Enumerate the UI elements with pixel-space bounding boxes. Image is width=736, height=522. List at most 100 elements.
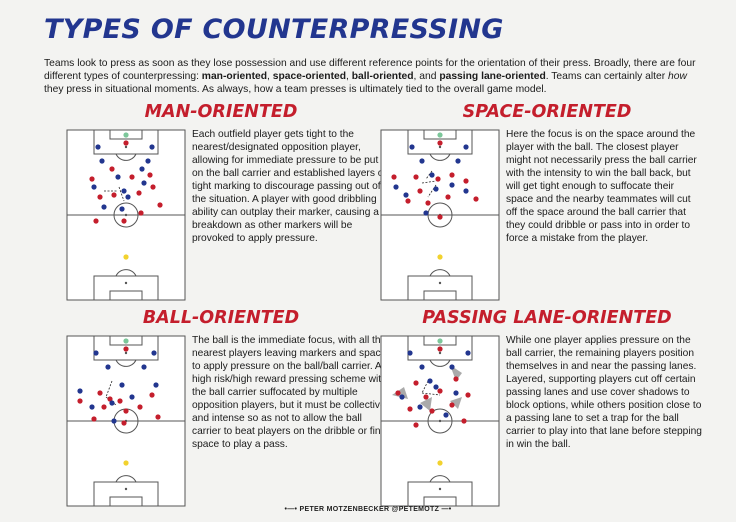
red-player-dot [155, 414, 161, 420]
blue-player-dot [153, 382, 159, 388]
penalty-arc-top [429, 153, 451, 161]
blue-player-dot [433, 186, 439, 192]
blue-player-dot [89, 404, 95, 410]
blue-player-dot [419, 364, 425, 370]
goalkeeper-yellow-dot [123, 460, 129, 466]
movement-arrow [425, 170, 433, 180]
section-man-oriented: MAN-ORIENTED Each outfield player gets t… [66, 102, 396, 302]
movement-arrow [105, 380, 113, 398]
goal-area-bottom [423, 290, 457, 301]
red-player-dot [123, 346, 129, 352]
blue-player-dot [121, 188, 127, 194]
red-player-dot [101, 404, 107, 410]
red-player-dot [413, 380, 419, 386]
red-player-dot [97, 194, 103, 200]
goalkeeper-green-dot [123, 132, 129, 138]
red-player-dot [405, 198, 411, 204]
blue-player-dot [419, 158, 425, 164]
penalty-arc-bottom [429, 269, 451, 277]
penalty-arc-top [429, 359, 451, 367]
goal-area-top [423, 129, 457, 140]
penalty-spot-bottom [438, 281, 442, 285]
goalkeeper-green-dot [123, 338, 129, 344]
penalty-spot-bottom [124, 487, 128, 491]
blue-player-dot [409, 144, 415, 150]
blue-player-dot [463, 144, 469, 150]
penalty-spot-bottom [438, 487, 442, 491]
footer-author: PETER MOTZENBECKER @PETEMOTZ [299, 506, 440, 513]
goalkeeper-green-dot [437, 338, 443, 344]
penalty-spot-top [124, 351, 128, 355]
blue-player-dot [455, 158, 461, 164]
footer-credit: •—• PETER MOTZENBECKER @PETEMOTZ —• [284, 506, 452, 513]
blue-player-dot [119, 206, 125, 212]
blue-player-dot [433, 384, 439, 390]
blue-player-dot [145, 158, 151, 164]
blue-player-dot [91, 184, 97, 190]
goalkeeper-yellow-dot [437, 460, 443, 466]
blue-player-dot [111, 418, 117, 424]
blue-player-dot [427, 378, 433, 384]
blue-player-dot [105, 364, 111, 370]
intro-text: they press in situational moments. As al… [44, 84, 547, 95]
red-player-dot [429, 408, 435, 414]
intro-term-man: man-oriented [201, 71, 268, 82]
red-player-dot [147, 172, 153, 178]
section-title: PASSING LANE-ORIENTED [422, 308, 672, 328]
intro-term-passing-lane: passing lane-oriented [439, 71, 546, 82]
red-player-dot [117, 398, 123, 404]
blue-player-dot [129, 394, 135, 400]
blue-player-dot [449, 182, 455, 188]
goal-area-bottom [423, 496, 457, 507]
section-ball-oriented: BALL-ORIENTED The ball is the immediate … [66, 308, 396, 508]
red-player-dot [157, 202, 163, 208]
goal-area-top [109, 129, 143, 140]
red-player-dot [149, 392, 155, 398]
section-space-oriented: SPACE-ORIENTED Here the focus is on the … [380, 102, 710, 302]
cover-shadow [450, 397, 462, 409]
red-player-dot [121, 420, 127, 426]
blue-player-dot [403, 192, 409, 198]
red-player-dot [111, 192, 117, 198]
movement-arrow [118, 186, 125, 202]
red-player-dot [391, 174, 397, 180]
penalty-arc-bottom [115, 475, 137, 483]
red-player-dot [123, 408, 129, 414]
center-circle [113, 202, 139, 228]
red-player-dot [123, 140, 129, 146]
movement-arrow [421, 180, 437, 184]
red-player-dot [407, 406, 413, 412]
blue-player-dot [463, 188, 469, 194]
red-player-dot [109, 166, 115, 172]
penalty-spot-bottom [124, 281, 128, 285]
intro-paragraph: Teams look to press as soon as they lose… [44, 57, 702, 96]
blue-player-dot [119, 382, 125, 388]
blue-player-dot [95, 144, 101, 150]
red-player-dot [445, 194, 451, 200]
blue-player-dot [109, 400, 115, 406]
goal-area-bottom [109, 290, 143, 301]
blue-player-dot [449, 364, 455, 370]
red-player-dot [413, 422, 419, 428]
center-circle [427, 408, 453, 434]
goalkeeper-yellow-dot [437, 254, 443, 260]
red-player-dot [150, 184, 156, 190]
red-player-dot [107, 396, 113, 402]
red-player-dot [137, 404, 143, 410]
intro-term-ball: ball-oriented [351, 71, 414, 82]
red-player-dot [465, 392, 471, 398]
blue-player-dot [115, 174, 121, 180]
cover-shadow [420, 397, 432, 411]
intro-term-space: space-oriented [272, 71, 347, 82]
red-player-dot [417, 188, 423, 194]
red-player-dot [463, 178, 469, 184]
blue-player-dot [151, 350, 157, 356]
red-player-dot [437, 140, 443, 146]
intro-text: . Teams can certainly alter [545, 71, 669, 82]
blue-player-dot [407, 350, 413, 356]
pitch-diagram-space-oriented [380, 129, 500, 301]
red-player-dot [136, 190, 142, 196]
red-player-dot [89, 176, 95, 182]
section-description: While one player applies pressure on the… [506, 335, 702, 450]
pitch-diagram-ball-oriented [66, 335, 186, 507]
